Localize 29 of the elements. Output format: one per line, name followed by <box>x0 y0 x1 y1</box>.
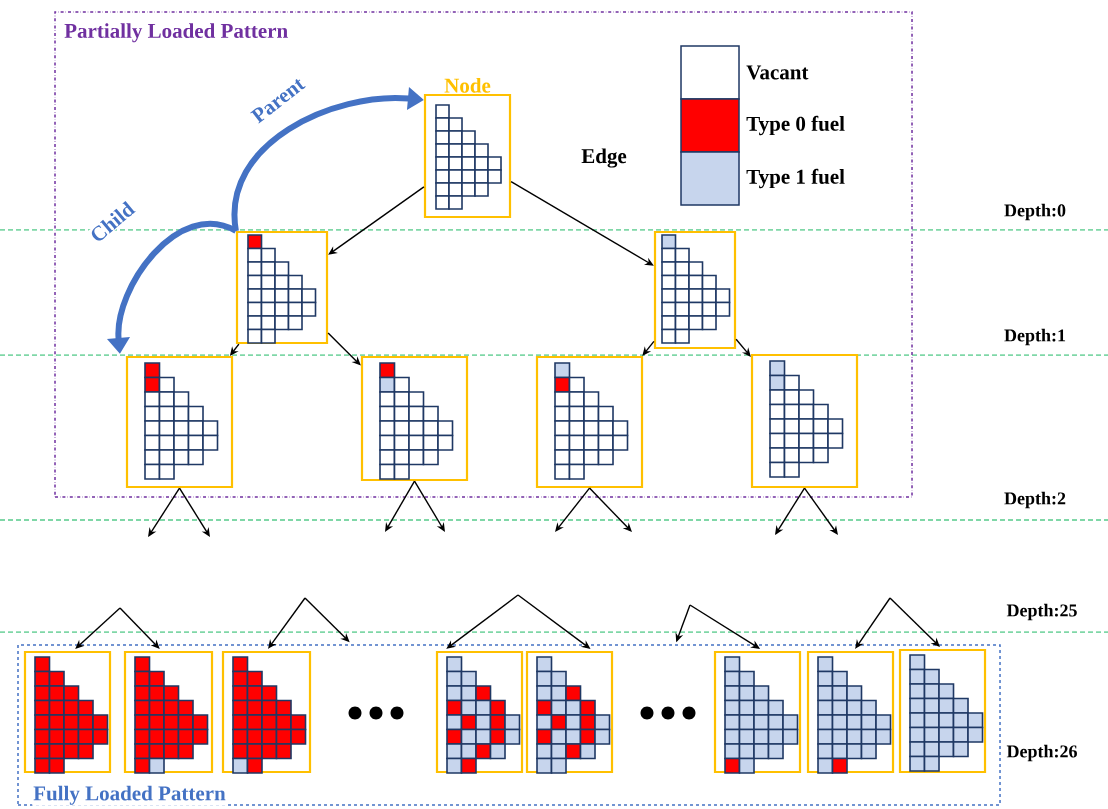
arrow <box>855 597 891 649</box>
arrow <box>889 597 940 647</box>
depth-label: Depth:1 <box>1004 328 1066 346</box>
arrow <box>803 487 838 535</box>
arrow <box>446 594 519 649</box>
arrow <box>385 480 416 532</box>
arrow <box>413 480 445 532</box>
arrow <box>510 180 654 266</box>
arrow <box>555 487 591 532</box>
legend-label: Type 1 fuel <box>746 168 845 189</box>
arrow <box>178 487 210 537</box>
arrow <box>328 186 425 255</box>
depth-label: Depth:0 <box>1004 203 1066 221</box>
depth-label: Depth:2 <box>1004 491 1066 509</box>
arrow <box>268 597 306 649</box>
node-label: Node <box>444 77 491 93</box>
legend-label: Type 0 fuel <box>746 115 845 136</box>
arrow <box>642 340 655 356</box>
arrow <box>119 607 160 649</box>
depth-label: Depth:25 <box>1006 603 1077 621</box>
arrow <box>75 607 121 649</box>
arrow <box>327 332 361 366</box>
arrow <box>148 487 181 537</box>
arrow <box>775 487 806 535</box>
arrow <box>735 338 751 357</box>
legend-label: Vacant <box>746 65 809 80</box>
arrow <box>588 487 632 532</box>
depth-label: Depth:26 <box>1006 744 1077 762</box>
edge-label: Edge <box>580 147 628 169</box>
